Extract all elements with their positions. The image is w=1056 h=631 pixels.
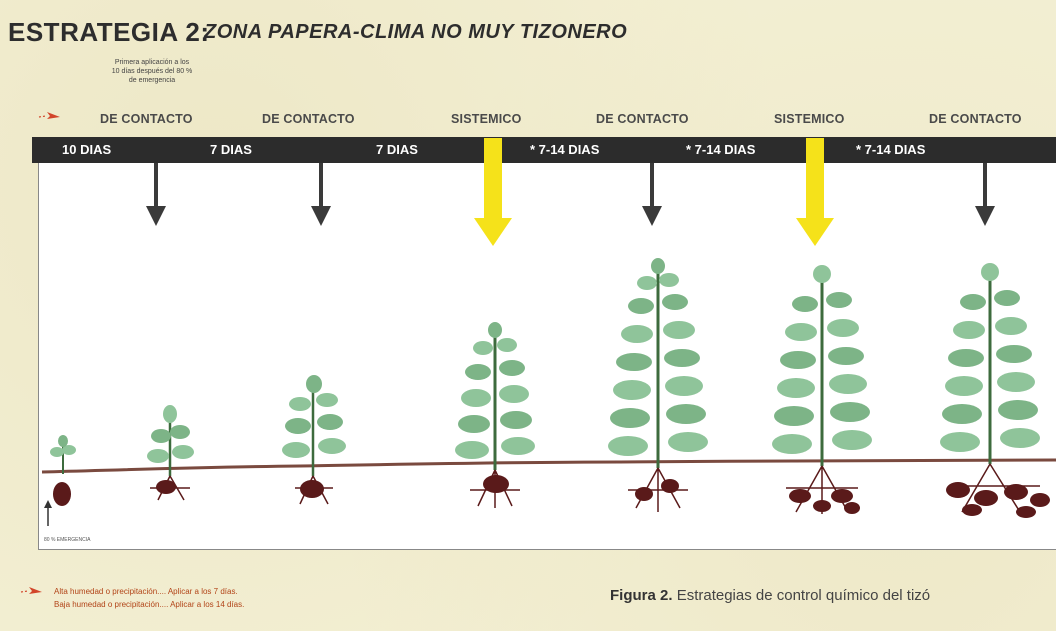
legend-high-humidity: Alta humedad o precipitación.... Aplicar… bbox=[54, 587, 238, 596]
arrow-down-yellow-icon bbox=[796, 138, 834, 246]
plant-stage-7 bbox=[940, 263, 1050, 518]
interval-label: * 7-14 DIAS bbox=[530, 142, 600, 157]
first-application-note-line: Primera aplicación a los bbox=[114, 59, 190, 66]
product-label-contact: DE CONTACTO bbox=[596, 112, 689, 126]
first-application-note-line: 10 días después del 80 % bbox=[111, 68, 193, 75]
interval-label: 7 DIAS bbox=[376, 142, 418, 157]
emergence-arrow-icon bbox=[44, 500, 52, 526]
product-label-contact: DE CONTACTO bbox=[100, 112, 193, 126]
plant-stage-6 bbox=[772, 265, 872, 514]
plant-stage-3 bbox=[282, 375, 346, 505]
product-label-contact: DE CONTACTO bbox=[929, 112, 1022, 126]
arrow-down-yellow-icon bbox=[474, 138, 512, 246]
product-label-contact: DE CONTACTO bbox=[262, 112, 355, 126]
soil-line bbox=[41, 458, 1056, 474]
strategy-title: ESTRATEGIA 2: bbox=[8, 17, 210, 47]
arrow-down-dark-icon bbox=[975, 163, 995, 226]
plant-stage-2 bbox=[147, 405, 194, 501]
plant-stage-5 bbox=[608, 258, 708, 512]
first-application-note: Primera aplicación a los 10 días después… bbox=[72, 58, 232, 85]
growth-stage-panel bbox=[38, 163, 1056, 550]
arrow-down-dark-icon bbox=[146, 163, 166, 226]
first-application-note-line: de emergencia bbox=[128, 77, 176, 84]
interval-band bbox=[32, 137, 1056, 163]
interval-label: 7 DIAS bbox=[210, 142, 252, 157]
legend-low-humidity: Baja humedad o precipitación.... Aplicar… bbox=[54, 600, 245, 609]
interval-label: * 7-14 DIAS bbox=[686, 142, 756, 157]
figure-caption-label: Figura 2. bbox=[610, 587, 673, 604]
plant-stage-1 bbox=[50, 435, 76, 506]
high-humidity-marker-icon bbox=[38, 112, 60, 119]
arrow-down-dark-icon bbox=[311, 163, 331, 226]
figure-caption-text: Estrategias de control químico del tizó bbox=[676, 587, 931, 604]
figure-caption: Figura 2. Estrategias de control químico… bbox=[610, 587, 930, 604]
product-label-systemic: SISTEMICO bbox=[451, 112, 522, 126]
product-label-systemic: SISTEMICO bbox=[774, 112, 845, 126]
emergence-footnote: 80 % EMERGENCIA bbox=[44, 537, 91, 543]
strategy-subtitle: ZONA PAPERA-CLIMA NO MUY TIZONERO bbox=[204, 21, 628, 43]
plant-stage-4 bbox=[455, 322, 535, 508]
interval-label: * 7-14 DIAS bbox=[856, 142, 926, 157]
legend-marker-icon bbox=[20, 587, 42, 594]
interval-label: 10 DIAS bbox=[62, 142, 112, 157]
arrow-down-dark-icon bbox=[642, 163, 662, 226]
